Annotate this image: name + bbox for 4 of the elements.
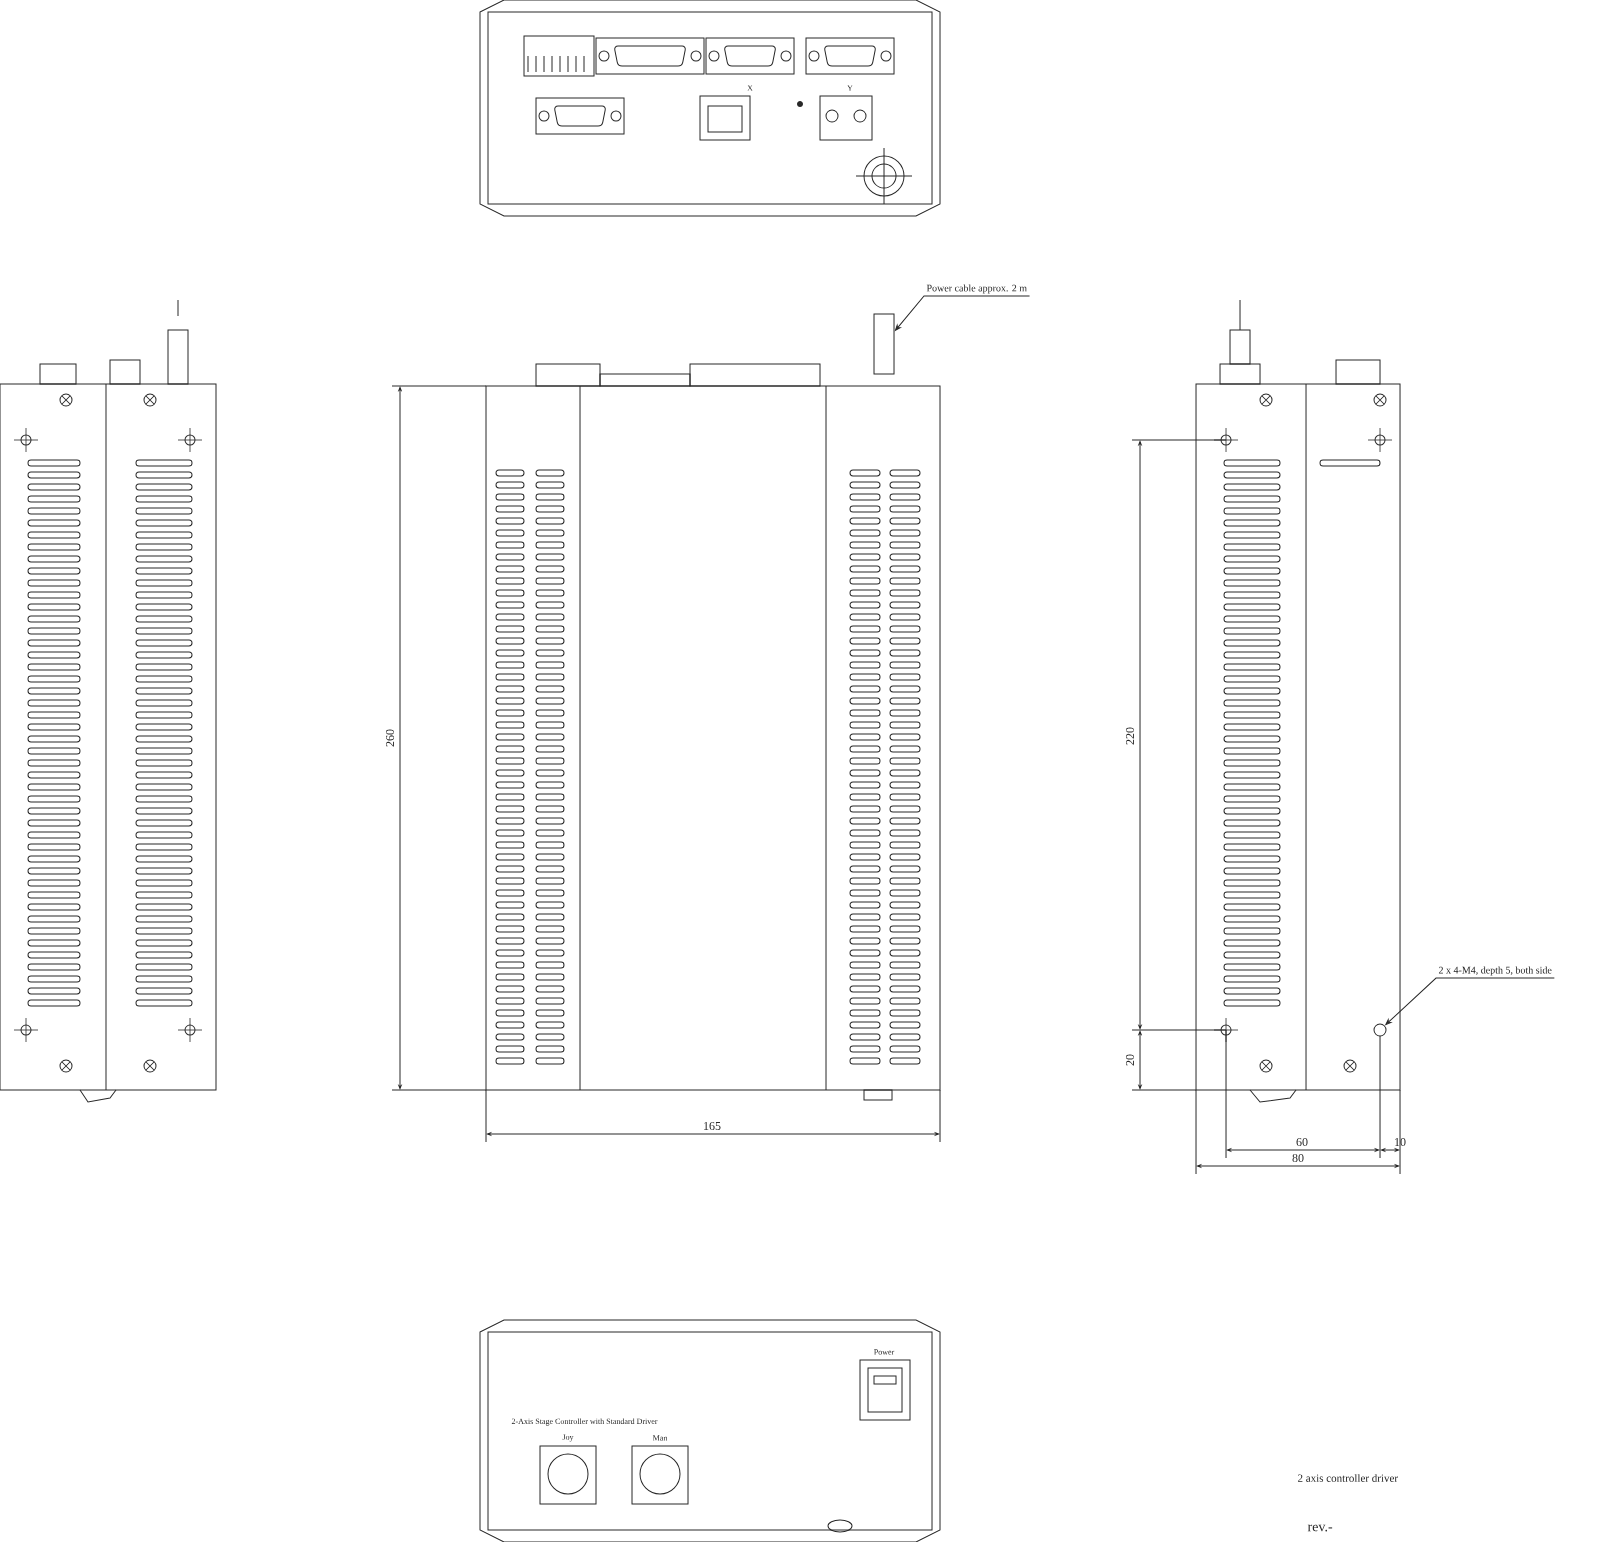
- leader-line: [894, 295, 1031, 331]
- power-cable: [873, 313, 895, 375]
- mounting-hole: [1373, 1023, 1387, 1037]
- leader-line: [1385, 977, 1555, 1026]
